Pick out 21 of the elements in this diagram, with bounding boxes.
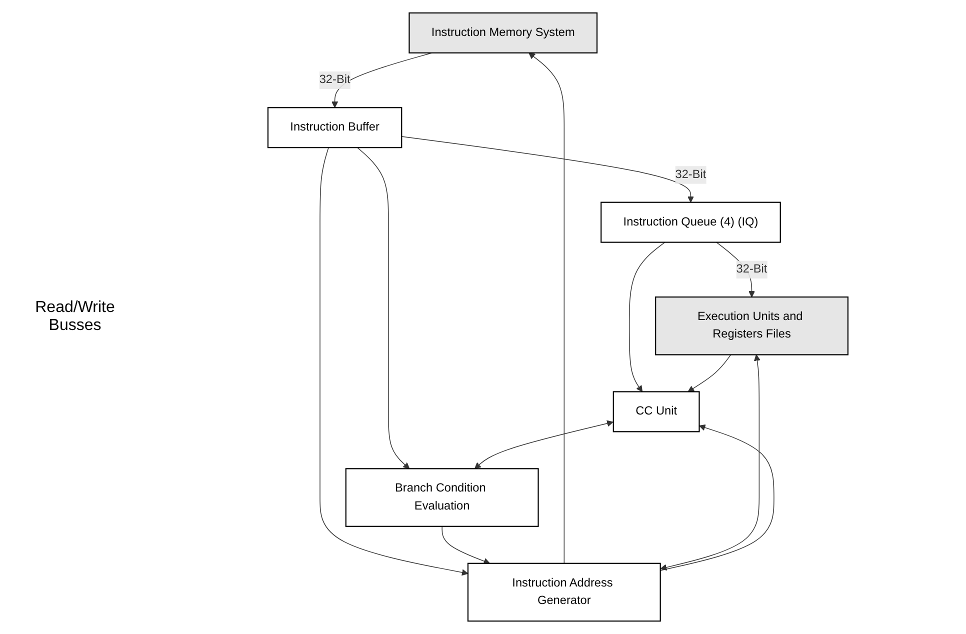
node-box: Instruction Queue (4) (IQ) bbox=[600, 202, 781, 243]
edge-label: 32-Bit bbox=[675, 168, 706, 181]
arrow bbox=[660, 424, 774, 571]
arrow bbox=[688, 354, 732, 392]
edge-label: 32-Bit bbox=[736, 262, 768, 276]
arrow bbox=[401, 136, 694, 203]
node-box: Instruction Address Generator bbox=[467, 562, 661, 622]
arrow bbox=[474, 420, 614, 469]
arrow bbox=[528, 52, 565, 564]
arrow bbox=[442, 526, 490, 564]
node-box: Branch Condition Evaluation bbox=[345, 468, 539, 527]
arrow bbox=[660, 354, 760, 571]
arrow bbox=[628, 242, 666, 392]
node-box: CC Unit bbox=[612, 391, 700, 432]
node-box: Execution Units and Registers Files bbox=[655, 296, 849, 356]
edge-label: 32-Bit bbox=[319, 74, 350, 86]
node-box: Instruction Buffer bbox=[267, 107, 402, 148]
node-box: Instruction Memory System bbox=[408, 12, 598, 54]
arrow bbox=[320, 147, 468, 576]
bus-label: Read/Write Busses bbox=[34, 299, 116, 335]
arrow bbox=[357, 147, 410, 469]
